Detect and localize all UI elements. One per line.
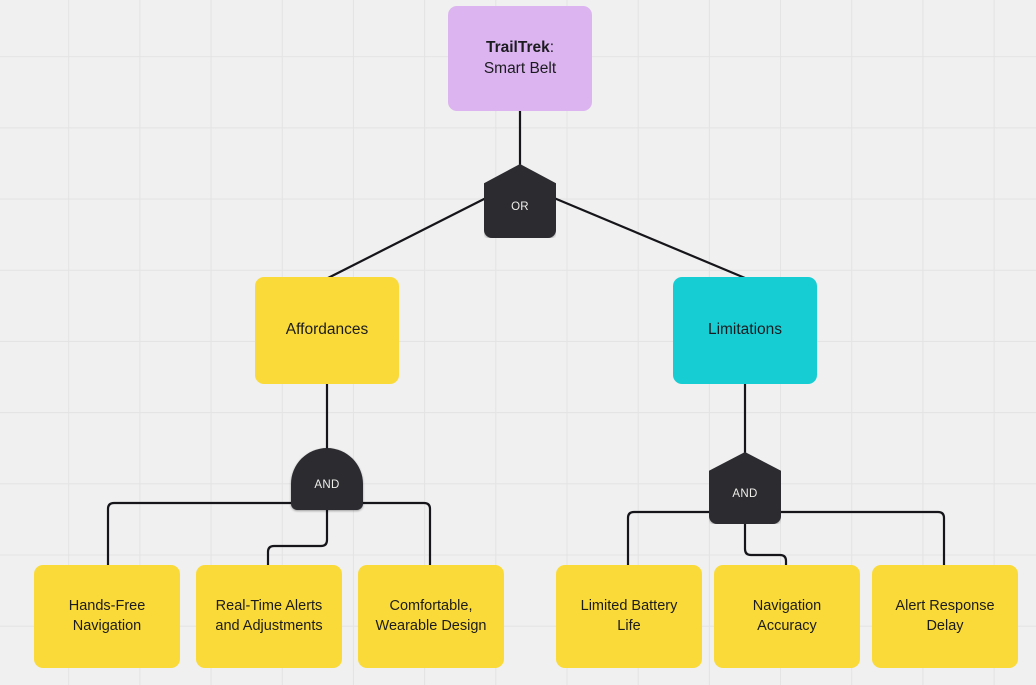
gate-and-limitations[interactable]: AND [709,452,781,524]
edge-and-aff-to-leaf-2 [266,509,329,566]
leaf-node-alert-response-delay[interactable]: Alert Response Delay [872,565,1018,668]
edge-or-to-limitations [553,196,746,280]
leaf-line-1: Navigation [752,598,822,615]
leaf-line-2: Accuracy [757,617,817,634]
edge-or-to-affordances [327,197,487,279]
root-node-label: TrailTrek: Smart Belt [484,38,556,79]
leaf-line-1: Hands-Free [68,598,146,615]
leaf-node-hands-free-navigation-label: Hands-Free Navigation [69,597,146,635]
gate-and-affordances-label: AND [314,479,340,491]
leaf-line-1: Limited Battery [580,598,678,615]
leaf-line-1: Comfortable, [389,598,473,615]
branch-node-limitations-label: Limitations [707,321,783,339]
leaf-node-comfortable-wearable-design-label: Comfortable, Wearable Design [376,597,487,635]
edge-and-aff-to-leaf-3 [359,501,432,566]
root-node[interactable]: TrailTrek: Smart Belt [448,6,592,111]
branch-node-affordances[interactable]: Affordances [255,277,399,384]
leaf-line-2: Navigation [72,617,142,634]
edge-and-lim-to-leaf-3 [777,510,946,566]
gate-or-root[interactable]: OR [484,164,556,238]
root-node-subtitle: Smart Belt [483,59,557,77]
root-node-title-suffix: : [549,39,555,57]
leaf-node-limited-battery-life-label: Limited Battery Life [581,597,678,635]
leaf-line-2: Wearable Design [375,617,487,634]
gate-or-root-label: OR [511,201,529,213]
leaf-line-2: Life [617,617,641,634]
leaf-node-navigation-accuracy-label: Navigation Accuracy [753,597,822,635]
branch-node-affordances-label: Affordances [285,321,369,339]
leaf-node-real-time-alerts[interactable]: Real-Time Alerts and Adjustments [196,565,342,668]
leaf-node-comfortable-wearable-design[interactable]: Comfortable, Wearable Design [358,565,504,668]
leaf-node-limited-battery-life[interactable]: Limited Battery Life [556,565,702,668]
leaf-node-alert-response-delay-label: Alert Response Delay [895,597,994,635]
edge-and-aff-to-leaf-1 [106,501,295,566]
leaf-line-1: Alert Response [895,598,995,615]
branch-node-limitations[interactable]: Limitations [673,277,817,384]
gate-and-limitations-label: AND [732,488,758,500]
leaf-node-real-time-alerts-label: Real-Time Alerts and Adjustments [215,597,322,635]
leaf-line-1: Real-Time Alerts [215,598,323,615]
root-node-title: TrailTrek [485,39,550,57]
leaf-node-hands-free-navigation[interactable]: Hands-Free Navigation [34,565,180,668]
gate-and-affordances[interactable]: AND [291,448,363,510]
edge-and-lim-to-leaf-1 [626,510,713,566]
leaf-line-2: and Adjustments [215,617,323,634]
edge-and-lim-to-leaf-2 [743,518,788,566]
leaf-line-2: Delay [926,617,964,634]
leaf-node-navigation-accuracy[interactable]: Navigation Accuracy [714,565,860,668]
